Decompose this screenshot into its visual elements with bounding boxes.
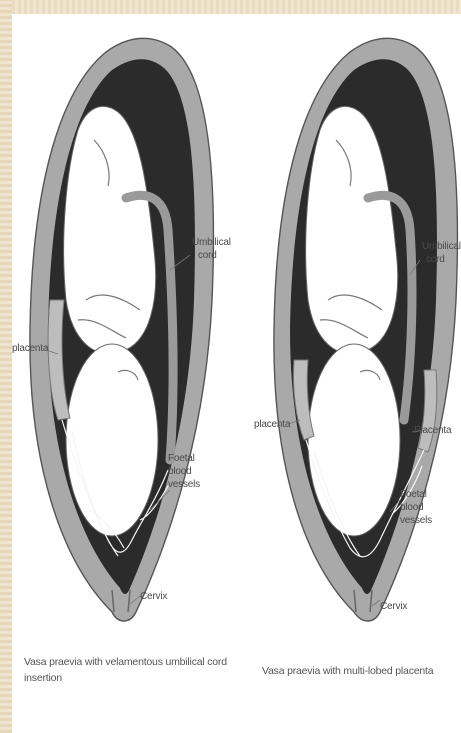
right-fetus-head	[308, 344, 400, 536]
left-caption: Vasa praevia with velamentous umbilical …	[24, 654, 227, 686]
left-caption-line2: insertion	[24, 670, 227, 686]
right-placenta-left-label: placenta	[254, 418, 290, 431]
right-foetal-line2: blood	[400, 501, 432, 514]
right-placenta-right-label: Placenta	[414, 424, 451, 437]
left-uterus-diagram	[30, 38, 214, 621]
left-foetal-line3: vessels	[168, 478, 200, 491]
right-foetal-line3: vessels	[400, 514, 432, 527]
left-fetus-head	[66, 344, 158, 536]
left-placenta-label: placenta	[12, 342, 48, 355]
left-umbilical-line2: cord	[192, 249, 231, 262]
right-umbilical-cord-label: Umbilical cord	[422, 240, 461, 266]
left-caption-line1: Vasa praevia with velamentous umbilical …	[24, 654, 227, 670]
right-caption: Vasa praevia with multi-lobed placenta	[262, 663, 433, 679]
right-uterus-diagram	[274, 38, 458, 621]
left-foetal-line2: blood	[168, 465, 200, 478]
right-foetal-vessels-label: Foetal blood vessels	[400, 488, 432, 527]
right-foetal-line1: Foetal	[400, 488, 432, 501]
right-umbilical-line2: cord	[422, 253, 461, 266]
right-cervix-label: Cervix	[380, 600, 407, 613]
left-cervix-label: Cervix	[140, 590, 167, 603]
left-umbilical-cord-label: Umbilical cord	[192, 236, 231, 262]
left-foetal-vessels-label: Foetal blood vessels	[168, 452, 200, 491]
left-umbilical-line1: Umbilical	[192, 236, 231, 249]
left-foetal-line1: Foetal	[168, 452, 200, 465]
right-umbilical-line1: Umbilical	[422, 240, 461, 253]
